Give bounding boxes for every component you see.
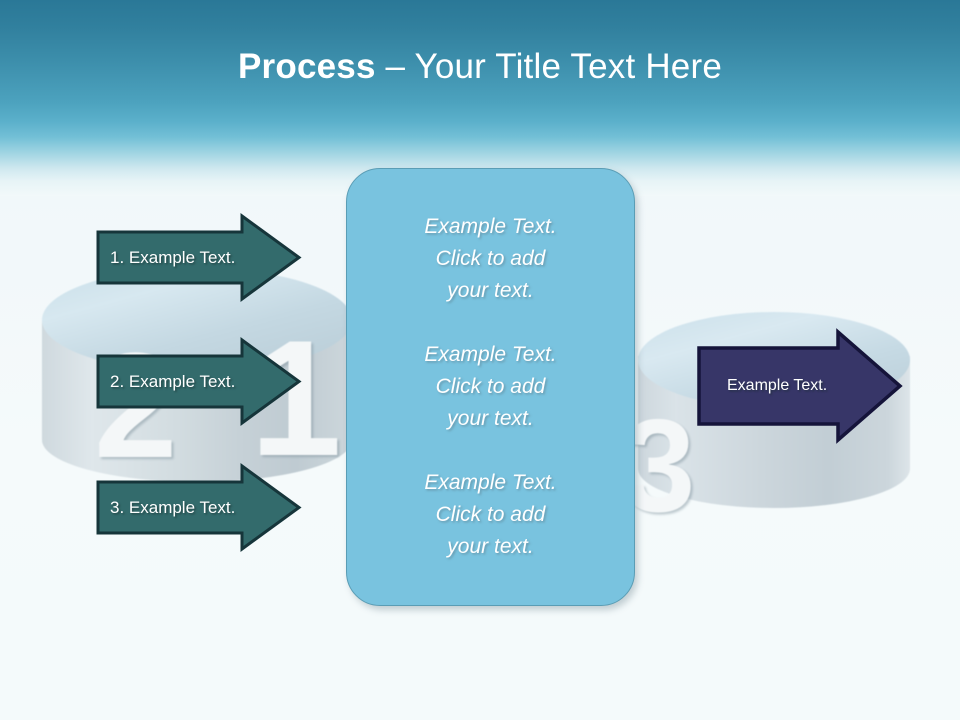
center-panel-block-1: Example Text. Click to add your text.	[424, 215, 557, 302]
output-arrow-label: Example Text.	[727, 377, 828, 394]
center-panel-block-3: Example Text. Click to add your text.	[424, 471, 557, 558]
arrow-right-icon	[96, 463, 302, 552]
arrow-right-icon	[96, 337, 302, 426]
input-arrow-3-label: 3. Example Text.	[110, 497, 236, 517]
input-arrow-3[interactable]: 3. Example Text.	[96, 462, 302, 553]
page-title-strong: Process	[238, 47, 376, 86]
input-arrow-1-label: 1. Example Text.	[110, 247, 236, 267]
input-arrow-2[interactable]: 2. Example Text.	[96, 336, 302, 427]
page-title-light: – Your Title Text Here	[375, 47, 722, 86]
input-arrow-2-label: 2. Example Text.	[110, 371, 236, 391]
center-panel-block-2: Example Text. Click to add your text.	[424, 343, 557, 430]
page-title: Process – Your Title Text Here	[0, 45, 960, 89]
center-text-panel[interactable]: Example Text. Click to add your text. Ex…	[346, 168, 635, 606]
input-arrow-1[interactable]: 1. Example Text.	[96, 212, 302, 303]
header-band	[0, 0, 960, 196]
arrow-right-icon	[96, 213, 302, 302]
output-arrow[interactable]: Example Text.	[697, 328, 903, 444]
arrow-right-icon	[697, 328, 903, 444]
